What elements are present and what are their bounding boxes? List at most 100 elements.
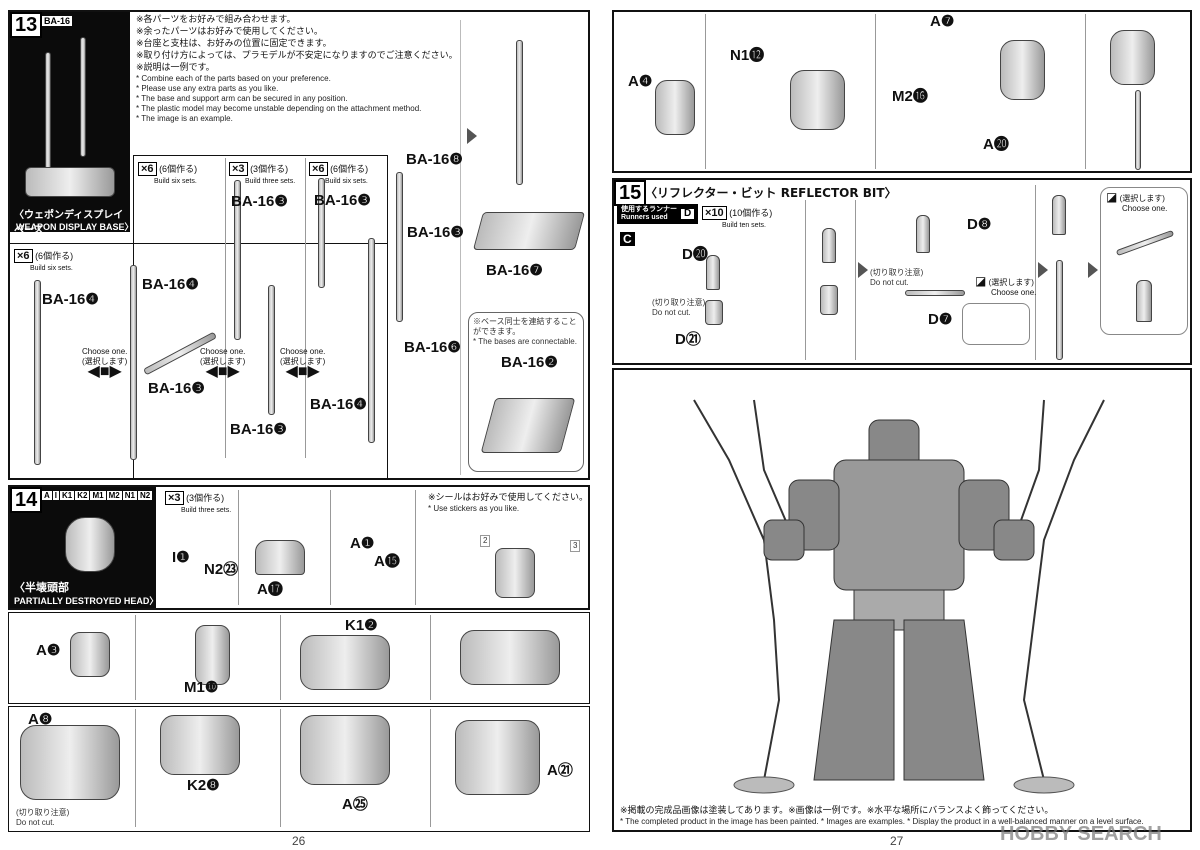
choose-one-note: Choose one.(選択します)◀■▶ [280,347,326,380]
divider [238,490,239,605]
head-assembly [70,632,110,677]
part-label: M1❿ [184,679,219,696]
multiplier: ×3 [229,162,248,176]
choose-one-note: ◪ (選択します)Choose one. [1106,190,1167,214]
divider [305,158,306,458]
do-not-cut-en: Do not cut. [652,308,691,317]
head-crest [495,548,535,598]
part-label: N1⓬ [730,47,765,64]
note-jp: ※各パーツをお好みで組み合わせます。 [136,15,296,25]
step15-title: 〈リフレクター・ビット REFLECTOR BIT〉 [645,186,897,200]
choose-en: Choose one. [280,347,326,356]
multiplier: ×10 [702,206,727,220]
head-attach-panel [612,10,1192,173]
choose-jp: (選択します) [988,278,1034,287]
step13-notes: ※各パーツをお好みで組み合わせます。 ※余ったパーツはお好みで使用してください。… [136,14,458,124]
runner-tag: I [52,491,60,500]
connect-en: * The bases are connectable. [473,337,577,346]
choose-icon: ◀■▶ [205,363,240,380]
part-label: BA-16❸ [231,193,288,210]
divider [875,14,876,169]
part-label: A㉑ [547,762,573,779]
part-label: A⓴ [983,136,1009,153]
set-jp: (6個作る) [159,164,198,174]
set-jp: (10個作る) [729,208,773,218]
part-label: BA-16❷ [501,354,558,371]
step13-subpanel [8,243,388,480]
divider [855,200,856,360]
part-label: BA-16❽ [406,151,463,168]
part-label: BA-16❸ [407,224,464,241]
product-caption: ※掲載の完成品画像は塗装してあります。※画像は一例です。※水平な場所にバランスよ… [620,805,1144,827]
choose-jp: (選択します) [200,357,246,366]
display-base-image [25,167,115,197]
part-label: A⓱ [257,581,283,598]
step13-header: 13 BA-16 〈ウェポンディスプレイベース WEAPON DISPLAY B… [10,12,134,236]
bit-part [705,300,723,325]
robot-body [763,419,1035,781]
support-pole [368,238,375,443]
runner-label: BA-16 [42,16,73,26]
part-label: K1❷ [345,617,378,634]
completed-robot-image [693,399,1105,794]
part-label: BA-16❸ [314,192,371,209]
set-jp: (6個作る) [35,251,74,261]
head-part [1110,30,1155,85]
part-label: A⓯ [374,553,400,570]
choose-en: Choose one. [991,288,1037,297]
note-en: * Combine each of the parts based on you… [136,74,331,83]
set-count: ×6 (6個作る)Build six sets. [309,162,368,185]
divider [1085,14,1086,169]
choose-icon: ◪ [975,274,987,288]
step-number: 14 [10,487,43,513]
runner-tag: M2 [106,491,122,500]
part-label: A㉕ [342,796,368,813]
display-base [472,212,586,250]
note-jp: ※余ったパーツはお好みで使用してください。 [136,27,323,37]
reflector-bits-left [693,399,795,781]
choose-one-note: Choose one.(選択します)◀■▶ [200,347,246,380]
part-label: BA-16❹ [310,396,367,413]
do-not-cut-note: (切り取り注意)Do not cut. [870,268,923,288]
head-part [655,80,695,135]
runner-tag: D [681,209,695,219]
set-en: Build six sets. [30,265,73,272]
divider [430,709,431,827]
divider [280,615,281,700]
sticker-mark: C [620,232,635,246]
stand-pole [1135,90,1141,170]
do-not-cut-jp: (切り取り注意) [870,268,924,277]
runner-tag: K1 [60,491,75,500]
display-bases [733,776,1075,794]
choose-one-note: ◪ (選択します)Choose one. [975,274,1037,298]
head-part [255,540,305,575]
part-label: K2❽ [187,777,220,794]
multiplier: ×3 [165,491,184,505]
sticker-id: 2 [480,535,491,547]
do-not-cut-en: Do not cut. [870,278,909,287]
set-jp: (6個作る) [330,164,369,174]
choose-jp: (選択します) [82,357,128,366]
runners-used-en: Runners used [621,214,668,221]
head-assembly [460,630,560,685]
step14-title-jp: 〈半壊頭部 [14,581,69,594]
page-number: 27 [890,834,904,848]
divider [135,709,136,827]
runner-tag: K2 [75,491,90,500]
do-not-cut-note: (切り取り注意)Do not cut. [16,808,69,828]
divider [225,158,226,458]
set-count: ×10 (10個作る)Build ten sets. [702,206,772,229]
set-count: ×3 (3個作る)Build three sets. [165,491,231,514]
runner-tag: M1 [90,491,106,500]
display-stand-image [80,37,86,157]
divider [415,490,416,605]
part-label: BA-16❹ [42,291,99,308]
part-label: A❽ [28,711,53,728]
divider [430,615,431,700]
choose-icon: ◪ [1106,190,1118,204]
choose-jp: (選択します) [280,357,326,366]
part-label: A❹ [628,73,653,90]
support-pole [396,172,403,322]
choose-bubble [1100,187,1188,335]
